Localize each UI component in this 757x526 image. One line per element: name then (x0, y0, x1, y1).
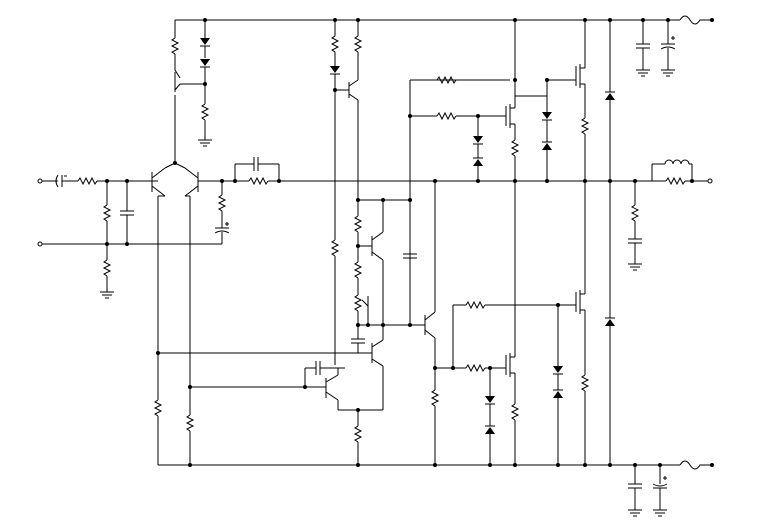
differential-pair (151, 95, 222, 465)
current-source (170, 20, 212, 147)
ground-icon (661, 69, 675, 77)
ground-icon (198, 139, 212, 147)
input-ground-terminal-icon (37, 241, 43, 247)
output-line (279, 159, 713, 271)
lower-output-stage (451, 181, 615, 465)
ground-icon (100, 291, 114, 299)
vas-section (158, 20, 435, 465)
positive-supply-rail (175, 15, 714, 25)
ground-icon (628, 509, 642, 517)
predriver (424, 181, 453, 465)
ground-icon (628, 263, 642, 271)
supply-decoupling-bottom (628, 465, 668, 517)
input-network (37, 174, 222, 299)
supply-decoupling-top (636, 20, 676, 77)
upper-output-stage (408, 20, 615, 181)
ground-icon (653, 509, 667, 517)
input-terminal-icon (37, 178, 43, 184)
output-terminal-icon (707, 178, 713, 184)
feedback-network (214, 157, 281, 244)
negative-supply-rail (158, 460, 714, 470)
ground-icon (636, 69, 650, 77)
inductor-icon (664, 159, 690, 165)
